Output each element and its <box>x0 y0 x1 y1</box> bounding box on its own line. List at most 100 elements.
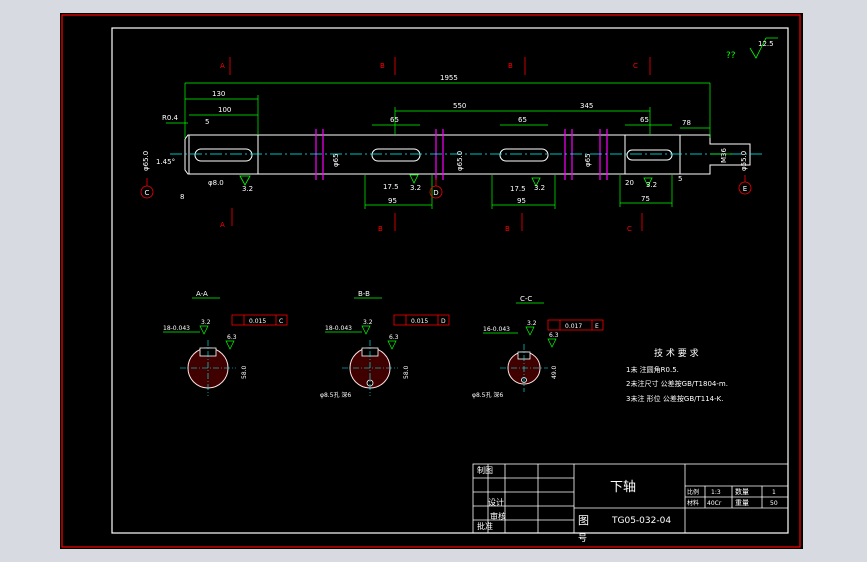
dim-100: 100 <box>218 106 231 114</box>
tech-req-item-2: 2未注尺寸 公差按GB/T1804-m. <box>626 379 728 388</box>
datum-e: E <box>743 185 747 193</box>
label-material: 材料 <box>687 499 699 507</box>
main-roughness-b: 3.2 <box>410 184 421 192</box>
dim-78: 78 <box>682 119 691 127</box>
drawing-number: TG05-032-04 <box>611 516 671 526</box>
inner-border <box>111 27 789 534</box>
section-b-tolerance: 0.015 <box>411 318 428 325</box>
dim-dia-a: φ65.0 <box>142 151 150 171</box>
technical-requirements: 技 术 要 求 1未 注圆角R0.5. 2未注尺寸 公差按GB/T1804-m.… <box>626 347 728 403</box>
label-design: 设计 <box>488 497 504 507</box>
section-view-b: B-B 18-0.043 3.2 0.015 D 58.0 6.3 φ8.5孔 … <box>320 290 450 399</box>
dim-65-c: 65 <box>640 116 649 124</box>
main-roughness: 3.2 3.2 3.2 3.2 <box>239 174 657 193</box>
outer-border <box>61 14 801 548</box>
dim-dia-c: φ65.0 <box>456 151 464 171</box>
section-b-title: B-B <box>358 290 370 298</box>
dim-dia-e: φ55.0 <box>740 151 748 171</box>
section-c-key: 16-0.043 <box>483 326 510 333</box>
dim-95-b: 95 <box>517 197 526 205</box>
label-no: 号 <box>578 533 587 544</box>
section-b-key: 18-0.043 <box>325 325 352 332</box>
dim-radius: R0.4 <box>162 114 179 122</box>
dim-hole: φ8.0 <box>208 179 224 187</box>
dimension-lines <box>166 82 732 209</box>
section-c-datum: E <box>595 323 599 330</box>
section-a-roughness: 3.2 <box>201 319 211 326</box>
other-roughness-note: ?? <box>726 51 736 61</box>
dim-95-a: 95 <box>388 197 397 205</box>
section-c-depth: 49.0 <box>551 365 558 379</box>
keyway-b <box>371 148 421 162</box>
part-name: 下轴 <box>610 480 636 495</box>
section-mark-c-top: C <box>633 62 638 70</box>
label-check: 审核 <box>490 511 506 521</box>
dim-5-left: 5 <box>205 118 209 126</box>
datum-c: C <box>145 189 150 197</box>
section-b-depth: 58.0 <box>403 365 410 379</box>
general-roughness-symbol: 12.5 ?? <box>726 37 778 61</box>
keyway-c <box>626 149 673 161</box>
main-roughness-c: 3.2 <box>534 184 545 192</box>
cad-drawing: 12.5 ?? A B B C A B B C <box>61 14 801 548</box>
section-b-hole: φ8.5孔 深6 <box>320 391 351 399</box>
tech-req-item-1: 1未 注圆角R0.5. <box>626 365 679 374</box>
dim-dia-b: φ65 <box>332 153 340 167</box>
section-mark-c-bottom: C <box>627 225 632 233</box>
section-c-ra2: 6.3 <box>549 332 559 339</box>
tech-req-item-3: 3未注 形位 公差按GB/T114-K. <box>626 394 723 403</box>
main-roughness-d: 3.2 <box>646 181 657 189</box>
section-a-key: 18-0.043 <box>163 325 190 332</box>
datum-symbols <box>140 175 752 199</box>
dim-65-a: 65 <box>390 116 399 124</box>
section-mark-b-bottom-2: B <box>505 225 510 233</box>
dim-550: 550 <box>453 102 466 110</box>
section-b-ra2: 6.3 <box>389 334 399 341</box>
section-a-title: A-A <box>196 290 208 298</box>
dim-8: 8 <box>180 193 184 201</box>
section-a-datum: C <box>279 318 283 325</box>
dim-17-5-a: 17.5 <box>383 183 399 191</box>
section-mark-b-bottom: B <box>378 225 383 233</box>
label-draw: 制图 <box>477 465 493 475</box>
section-mark-b-top-2: B <box>508 62 513 70</box>
dim-dia-d: φ65 <box>584 153 592 167</box>
label-approve: 批准 <box>477 521 493 531</box>
break-marks <box>315 129 608 180</box>
dim-m36: M36 <box>720 148 728 163</box>
weight-label: 重量 <box>735 499 749 507</box>
section-view-c: C-C 16-0.043 3.2 0.017 E 49.0 6.3 φ8.5孔 … <box>472 295 604 399</box>
keyway-b2 <box>499 148 549 162</box>
section-cut-marks <box>229 57 651 231</box>
dim-130: 130 <box>212 90 225 98</box>
dim-overall: 1955 <box>440 74 458 82</box>
section-view-a: A-A 18-0.043 3.2 0.015 C 58.0 6.3 <box>163 290 288 396</box>
dim-345: 345 <box>580 102 593 110</box>
drawing-sheet: 12.5 ?? A B B C A B B C <box>60 13 803 549</box>
dim-20: 20 <box>625 179 634 187</box>
section-a-depth: 58.0 <box>241 365 248 379</box>
dim-17-5-b: 17.5 <box>510 185 526 193</box>
section-c-roughness: 3.2 <box>527 320 537 327</box>
label-fig: 图 <box>578 514 589 527</box>
dim-5-right: 5 <box>678 175 682 183</box>
main-roughness-a: 3.2 <box>242 185 253 193</box>
material-value: 40Cr <box>707 500 722 507</box>
label-scale: 比例 <box>687 488 699 496</box>
scale-value: 1:3 <box>711 489 721 496</box>
section-mark-b-top: B <box>380 62 385 70</box>
general-roughness-value: 12.5 <box>758 40 774 48</box>
dim-75: 75 <box>641 195 650 203</box>
dim-chamfer: 1.45° <box>156 158 175 166</box>
section-c-title: C-C <box>520 295 532 303</box>
section-b-roughness: 3.2 <box>363 319 373 326</box>
section-mark-a-bottom: A <box>220 221 225 229</box>
section-a-ra2: 6.3 <box>227 334 237 341</box>
datum-d: D <box>433 189 438 197</box>
qty-label: 数量 <box>735 487 749 496</box>
dim-65-b: 65 <box>518 116 527 124</box>
shaft <box>184 134 751 175</box>
tech-req-title: 技 术 要 求 <box>654 347 699 359</box>
qty-value: 1 <box>772 489 776 496</box>
section-mark-a-top: A <box>220 62 225 70</box>
